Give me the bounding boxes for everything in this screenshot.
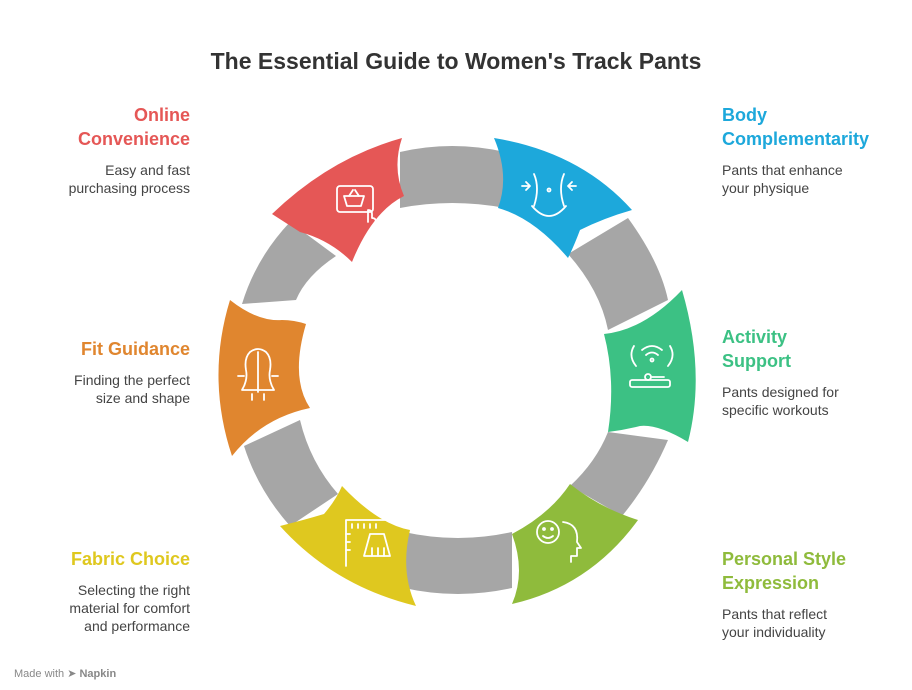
segment-fabric <box>280 486 416 606</box>
footer-brand: Napkin <box>79 668 117 680</box>
label-style-title-line-2: Expression <box>722 573 820 593</box>
label-activity-title-line-2: Support <box>722 351 791 371</box>
label-body-desc-line-1: Pants that enhance <box>722 162 843 178</box>
label-fit: Fit Guidance Finding the perfect size an… <box>0 337 190 407</box>
ring-connector-fabric-fit <box>244 420 338 526</box>
label-style-desc-line-1: Pants that reflect <box>722 606 828 622</box>
waist-silhouette-icon <box>521 173 577 217</box>
footer-made-with: Made with <box>14 668 65 680</box>
label-activity-description: Pants designed for specific workouts <box>722 383 912 419</box>
label-fabric-desc-line-1: Selecting the right <box>77 582 190 598</box>
ring-connector-fit-online <box>242 222 336 304</box>
napkin-logo-icon: ➤ <box>67 668 77 680</box>
ring-connector-body-activity <box>568 218 668 330</box>
label-fit-description: Finding the perfect size and shape <box>0 371 190 407</box>
label-fabric-title: Fabric Choice <box>70 549 190 569</box>
label-body-description: Pants that enhance your physique <box>722 161 912 197</box>
label-fit-desc-line-2: size and shape <box>95 390 190 406</box>
workout-signal-icon <box>629 345 674 388</box>
label-online: Online Convenience Easy and fast purchas… <box>0 103 190 197</box>
segment-style <box>512 484 638 604</box>
label-activity: Activity Support Pants designed for spec… <box>722 325 912 419</box>
label-online-desc-line-1: Easy and fast <box>105 162 190 178</box>
fabric-measure-icon <box>345 519 391 567</box>
label-online-title-line-2: Convenience <box>77 129 190 149</box>
label-fabric-desc-line-3: and performance <box>84 618 190 634</box>
label-body-desc-line-2: your physique <box>722 180 810 196</box>
label-activity-title-line-1: Activity <box>722 327 788 347</box>
label-fabric: Fabric Choice Selecting the right materi… <box>0 547 190 635</box>
segment-body <box>494 138 632 258</box>
label-fabric-description: Selecting the right material for comfort… <box>0 581 190 635</box>
dress-form-icon <box>237 348 279 401</box>
segment-online <box>272 138 404 262</box>
shopping-basket-touch-icon <box>336 185 377 223</box>
label-style-title: Personal Style Expression <box>722 547 912 595</box>
segment-activity <box>604 290 696 442</box>
label-activity-desc-line-1: Pants designed for <box>722 384 839 400</box>
smiling-head-icon <box>536 520 582 563</box>
ring-connector-activity-style <box>570 432 668 516</box>
label-fit-desc-line-1: Finding the perfect <box>74 372 190 388</box>
label-style-description: Pants that reflect your individuality <box>722 605 912 641</box>
label-online-title: Online Convenience <box>0 103 190 151</box>
label-style-desc-line-2: your individuality <box>722 624 826 640</box>
label-online-desc-line-2: purchasing process <box>68 180 190 196</box>
page-title: The Essential Guide to Women's Track Pan… <box>210 48 702 74</box>
ring-connector-online-body <box>400 146 505 208</box>
label-body-title-line-2: Complementarity <box>722 129 870 149</box>
footer-credit[interactable]: Made with ➤ Napkin <box>14 667 116 680</box>
ring-connector-style-fabric <box>404 532 512 594</box>
label-style-title-line-1: Personal Style <box>722 549 847 569</box>
label-online-title-line-1: Online <box>133 105 190 125</box>
label-body-title: Body Complementarity <box>722 103 912 151</box>
label-fit-title: Fit Guidance <box>80 339 190 359</box>
label-style: Personal Style Expression Pants that ref… <box>722 547 912 641</box>
segment-fit <box>218 300 310 456</box>
label-fabric-desc-line-2: material for comfort <box>69 600 190 616</box>
label-activity-desc-line-2: specific workouts <box>722 402 829 418</box>
label-activity-title: Activity Support <box>722 325 912 373</box>
label-body: Body Complementarity Pants that enhance … <box>722 103 912 197</box>
label-online-description: Easy and fast purchasing process <box>0 161 190 197</box>
label-body-title-line-1: Body <box>722 105 767 125</box>
